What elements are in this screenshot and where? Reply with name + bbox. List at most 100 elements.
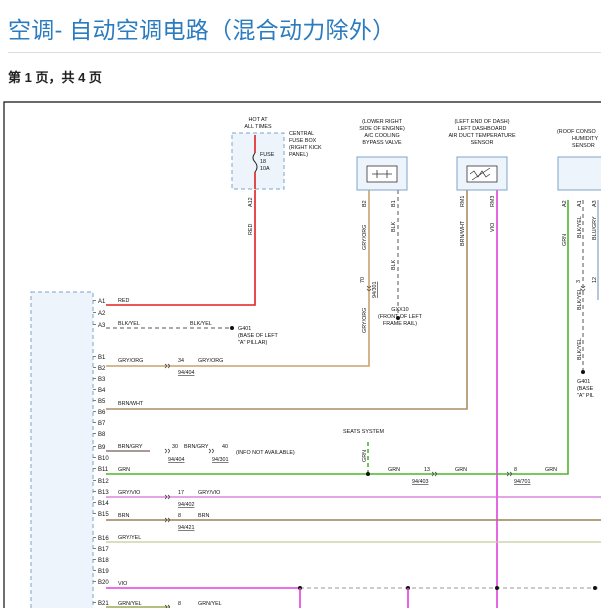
pin-label: B8 [98, 432, 106, 438]
fuse-box-name: CENTRAL [289, 131, 314, 137]
connector-ref: 94/403 [412, 479, 429, 485]
pin-label: B19 [98, 569, 109, 575]
fuse-hot-label-2: ALL TIMES [244, 124, 272, 130]
pin-label: B18 [98, 558, 109, 564]
duct-sensor-label: AIR DUCT TEMPERATURE [448, 133, 515, 139]
humidity-sensor-box [557, 156, 601, 191]
hvac-control-module [30, 291, 94, 608]
pin-label: A1 [98, 299, 106, 305]
duct-wire-right: VIO [490, 223, 496, 232]
valve-coil-icon [372, 170, 392, 178]
pin-label: B7 [98, 421, 106, 427]
title-divider [8, 52, 601, 53]
fuse-box-name: (RIGHT KICK [289, 145, 322, 151]
wire-num: 8 [178, 601, 181, 607]
page-title: 空调- 自动空调电路（混合动力除外） [8, 17, 396, 43]
splice-dot [495, 586, 499, 590]
wire-label: GRN [545, 467, 557, 473]
pin-label: B6 [98, 410, 106, 416]
pin-ticks [93, 300, 96, 603]
gxx10-label: GXX10 [391, 307, 408, 313]
fuse-box-name: PANEL) [289, 152, 308, 158]
fuse-box-name: FUSE BOX [289, 138, 317, 144]
pin-label: B20 [98, 580, 109, 586]
valve-pin-right: B1 [391, 200, 397, 207]
duct-sensor-label: SENSOR [471, 140, 494, 146]
g401-label: "A" PILLAR) [238, 340, 267, 346]
humidity-inline-num-2: 12 [592, 277, 598, 283]
gxx10-label: FRAME RAIL) [383, 321, 417, 327]
humidity-pin: A2 [562, 200, 568, 207]
pin-label: B15 [98, 512, 109, 518]
pin-label: A2 [98, 311, 106, 317]
pin-label: B13 [98, 490, 109, 496]
valve-wire-right-lower: BLK [391, 259, 397, 270]
wire-label: GRN [118, 467, 130, 473]
wire-num: 40 [222, 444, 228, 450]
wire-label: GRN/YEL [118, 601, 142, 607]
humidity-wire: GRN [562, 234, 568, 246]
wire-num: 30 [172, 444, 178, 450]
pin-label: B2 [98, 366, 106, 372]
ground-point-g401 [230, 326, 234, 330]
wire-num: 8 [178, 513, 181, 519]
connector-ref: 94/301 [212, 457, 229, 463]
valve-wire-right: BLK [391, 221, 397, 232]
wire-label: GRN [388, 467, 400, 473]
wire-label: GRN [455, 467, 467, 473]
wire-label: BRN [198, 513, 209, 519]
duct-pin-right: RM3 [490, 196, 496, 207]
page-indicator: 第 1 页，共 4 页 [8, 70, 102, 85]
valve-label: SIDE OF ENGINE) [359, 126, 405, 132]
humidity-label: HUMIDITY [572, 136, 598, 142]
g401-right-label: "A" PIL [577, 393, 594, 399]
pin-label: B4 [98, 388, 106, 394]
wire-brn-wht-b5 [106, 190, 468, 410]
humidity-pin: A1 [577, 200, 583, 207]
wire-label: GRY/VIO [118, 490, 140, 496]
pin-label: B11 [98, 467, 109, 473]
diagram-frame [3, 101, 601, 608]
splice-dot [593, 586, 597, 590]
duct-sensor-label: LEFT DASHBOARD [458, 126, 507, 132]
humidity-label: (ROOF CONSO [557, 129, 596, 135]
seats-wire-label: GRN [362, 450, 368, 462]
valve-inline-conn: 94/301 [372, 282, 378, 299]
connector-ref: 94/701 [514, 479, 531, 485]
humidity-wire-mid: BLK/YEL [577, 288, 583, 310]
splice-dot [366, 472, 370, 476]
valve-label: BYPASS VALVE [362, 140, 402, 146]
valve-label: A/C COOLING [364, 133, 399, 139]
humidity-wire-lower: BLK/YEL [577, 338, 583, 360]
thermistor-symbol [466, 165, 498, 183]
wire-num: 17 [178, 490, 184, 496]
wire-label: RED [118, 298, 129, 304]
humidity-pin: A3 [592, 200, 598, 207]
fuse-icon [252, 152, 258, 173]
ground-point-gxx10 [396, 316, 400, 320]
valve-inline-num: 70 [360, 277, 366, 283]
ground-point-g401-right [581, 370, 585, 374]
humidity-label: SENSOR [572, 143, 595, 149]
fuse-wire-label: RED [248, 224, 254, 235]
fuse-label: 18 [260, 159, 266, 165]
pin-label: B9 [98, 445, 106, 451]
fuse-pin: A12 [248, 197, 254, 207]
module-pin-labels: A1 A2 A3 B1 B2 B3 B4 B5 B6 B7 B8 B9 B10 … [98, 299, 109, 607]
pin-label: B14 [98, 501, 109, 507]
wire-label: GRY/ORG [198, 358, 223, 364]
wire-label: BRN/WHT [118, 401, 144, 407]
connector-ref: 94/404 [178, 370, 195, 376]
connector-ref: 94/421 [178, 525, 195, 531]
pin-label: B17 [98, 547, 109, 553]
pin-label: B12 [98, 479, 109, 485]
wire-label: GRY/ORG [118, 358, 143, 364]
duct-pin-left: RM1 [460, 196, 466, 207]
g401-right-label: (BASE [577, 386, 594, 392]
thermistor-icon [469, 167, 491, 181]
g401-wire-label: BLK/YEL [190, 321, 212, 327]
connector-ref: 94/402 [178, 502, 195, 508]
humidity-wire: BLK/YEL [577, 216, 583, 238]
wire-label: GRN/YEL [198, 601, 222, 607]
